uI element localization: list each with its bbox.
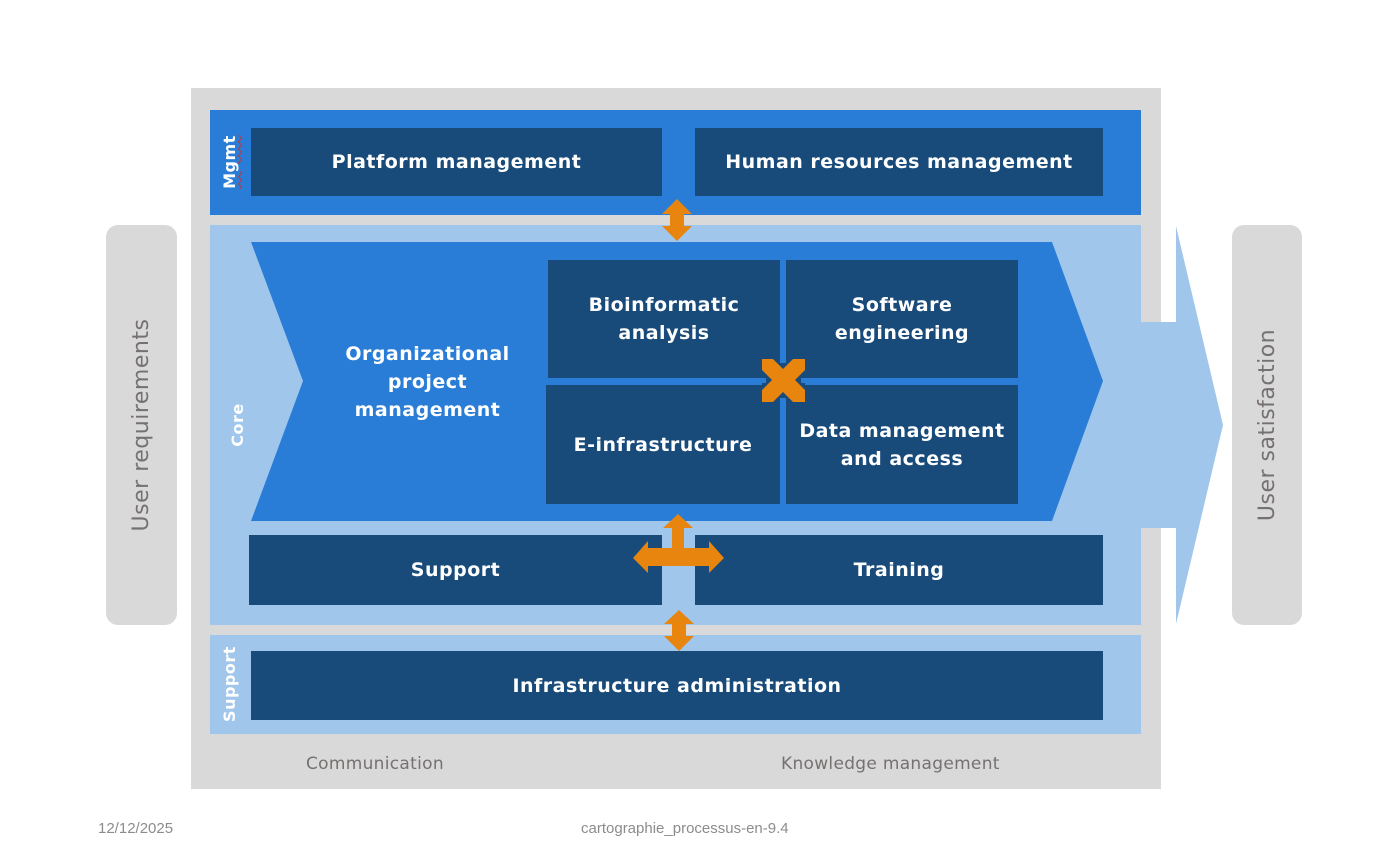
process-human-resources-management[interactable]: Human resources management xyxy=(695,128,1103,196)
transversal-communication: Communication xyxy=(306,754,444,774)
three-way-arrow-icon xyxy=(633,514,724,573)
process-software-engineering[interactable]: Software engineering xyxy=(786,260,1018,378)
process-bioinformatic-analysis[interactable]: Bioinformatic analysis xyxy=(548,260,780,378)
transversal-knowledge-management: Knowledge management xyxy=(781,754,1000,774)
footer-document-name: cartographie_processus-en-9.4 xyxy=(581,820,789,837)
double-arrow-mgmt-core-icon xyxy=(662,199,692,241)
process-e-infrastructure[interactable]: E-infrastructure xyxy=(546,385,780,504)
user-satisfaction-pill: User satisfaction xyxy=(1232,225,1302,625)
process-training[interactable]: Training xyxy=(695,535,1103,605)
process-infrastructure-administration[interactable]: Infrastructure administration xyxy=(251,651,1103,720)
process-platform-management[interactable]: Platform management xyxy=(251,128,662,196)
output-arrow-shape xyxy=(1141,226,1223,624)
four-way-arrow-icon xyxy=(762,359,805,402)
footer-date: 12/12/2025 xyxy=(98,820,174,837)
process-data-management-and-access[interactable]: Data management and access xyxy=(786,385,1018,504)
process-organizational-project-management[interactable]: Organizational project management xyxy=(345,343,510,421)
process-bioinformatic-analysis-label: Bioinformatic analysis xyxy=(588,294,740,344)
process-support[interactable]: Support xyxy=(249,535,662,605)
user-requirements-pill: User requirements xyxy=(106,225,177,625)
double-arrow-core-support-icon xyxy=(664,610,694,651)
